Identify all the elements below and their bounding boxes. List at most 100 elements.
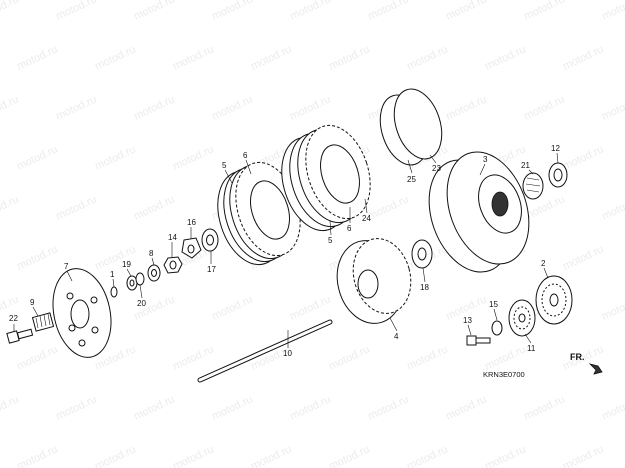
callout-2: 2 <box>541 259 546 268</box>
watermark-text: motod.ru <box>327 43 371 72</box>
watermark-text: motod.ru <box>288 393 332 422</box>
watermark-text: motod.ru <box>93 243 137 272</box>
callout-8: 8 <box>149 249 154 258</box>
watermark-text: motod.ru <box>405 443 449 468</box>
watermark-text: motod.ru <box>171 43 215 72</box>
watermark-text: motod.ru <box>0 393 21 422</box>
callout-numbers: 7 9 22 1 19 20 8 14 16 17 5 6 5 6 24 10 … <box>9 144 560 358</box>
watermark-text: motod.ru <box>483 443 527 468</box>
clutch-outer <box>428 151 530 273</box>
watermark-text: motod.ru <box>288 93 332 122</box>
watermark-text: motod.ru <box>405 43 449 72</box>
watermark-text: motod.ru <box>561 143 605 172</box>
callout-25: 25 <box>407 175 416 184</box>
diagram-code: KRN3E0700 <box>483 370 525 379</box>
watermark-text: motod.ru <box>132 293 176 322</box>
gear-2 <box>535 275 573 325</box>
watermark-text: motod.ru <box>15 143 59 172</box>
callout-15: 15 <box>489 300 498 309</box>
watermark-text: motod.ru <box>600 0 625 23</box>
callout-17: 17 <box>207 265 216 274</box>
watermark-text: motod.ru <box>600 393 625 422</box>
watermark-text: motod.ru <box>249 443 293 468</box>
watermark-text: motod.ru <box>132 93 176 122</box>
watermark-text: motod.ru <box>15 343 59 372</box>
watermark-text: motod.ru <box>15 43 59 72</box>
watermark-text: motod.ru <box>288 293 332 322</box>
watermark-text: motod.ru <box>249 43 293 72</box>
watermark-text: motod.ru <box>522 93 566 122</box>
watermark-text: motod.ru <box>54 93 98 122</box>
watermark-text: motod.ru <box>483 43 527 72</box>
watermark-text: motod.ru <box>366 193 410 222</box>
callout-19: 19 <box>122 260 131 269</box>
watermark-text: motod.ru <box>93 43 137 72</box>
watermark-text: motod.ru <box>600 293 625 322</box>
o-rings <box>379 88 443 166</box>
lock-washer-16 <box>181 237 202 259</box>
clutch-spring <box>31 312 55 332</box>
clutch-center <box>336 238 412 324</box>
callout-10: 10 <box>283 349 292 358</box>
callout-22: 22 <box>9 314 18 323</box>
callout-1: 1 <box>110 270 115 279</box>
watermark-text: motod.ru <box>93 443 137 468</box>
watermark-text: motod.ru <box>93 143 137 172</box>
gear-11 <box>508 299 536 337</box>
callout-20: 20 <box>137 299 146 308</box>
callout-12: 12 <box>551 144 560 153</box>
watermark-text: motod.ru <box>210 393 254 422</box>
watermark-text: motod.ru <box>561 243 605 272</box>
watermark-text: motod.ru <box>132 0 176 23</box>
lock-nut-14 <box>163 256 183 274</box>
callout-24: 24 <box>362 214 371 223</box>
washer-18 <box>411 239 433 269</box>
watermark-text: motod.ru <box>132 193 176 222</box>
callout-23: 23 <box>432 164 441 173</box>
watermark-text: motod.ru <box>0 0 21 23</box>
watermark-text: motod.ru <box>15 443 59 468</box>
watermark-text: motod.ru <box>210 93 254 122</box>
watermark-text: motod.ru <box>54 0 98 23</box>
watermark-text: motod.ru <box>327 343 371 372</box>
watermark-text: motod.ru <box>171 443 215 468</box>
needle-bearing-21 <box>522 172 544 200</box>
washer-20 <box>135 272 145 286</box>
callout-5-left: 5 <box>222 161 227 170</box>
leader-lines <box>13 152 559 348</box>
watermark-text: motod.ru <box>210 293 254 322</box>
callout-9: 9 <box>30 298 35 307</box>
watermark-text: motod.ru <box>483 343 527 372</box>
watermark-text: motod.ru <box>327 443 371 468</box>
callout-14: 14 <box>168 233 177 242</box>
thrust-washer-17 <box>201 228 219 252</box>
lifter-plate <box>52 268 112 358</box>
callout-7: 7 <box>64 262 69 271</box>
watermark-text: motod.ru <box>600 193 625 222</box>
watermark-text: motod.ru <box>444 93 488 122</box>
collar-12 <box>548 162 568 188</box>
watermark-text: motod.ru <box>54 393 98 422</box>
clutch-plate-stack-right <box>281 124 371 232</box>
watermark-text: motod.ru <box>405 343 449 372</box>
callout-6-right: 6 <box>347 224 352 233</box>
watermark-text: motod.ru <box>0 193 21 222</box>
washer-8 <box>147 264 161 282</box>
washer-1 <box>110 286 118 298</box>
callout-6-left: 6 <box>243 151 248 160</box>
watermark-text: motod.ru <box>522 393 566 422</box>
watermark-text: motod.ru <box>288 0 332 23</box>
watermark-text: motod.ru <box>561 443 605 468</box>
watermark-text: motod.ru <box>15 243 59 272</box>
watermark-text: motod.ru <box>561 43 605 72</box>
watermark-text: motod.ru <box>444 393 488 422</box>
watermark-text: motod.ru <box>210 0 254 23</box>
watermark-text: motod.ru <box>444 0 488 23</box>
watermark-text: motod.ru <box>171 343 215 372</box>
watermark-text: motod.ru <box>0 93 21 122</box>
watermark-text: motod.ru <box>366 393 410 422</box>
bolt-22 <box>6 328 34 344</box>
watermark-text: motod.ru <box>54 193 98 222</box>
washer-15 <box>491 320 503 336</box>
